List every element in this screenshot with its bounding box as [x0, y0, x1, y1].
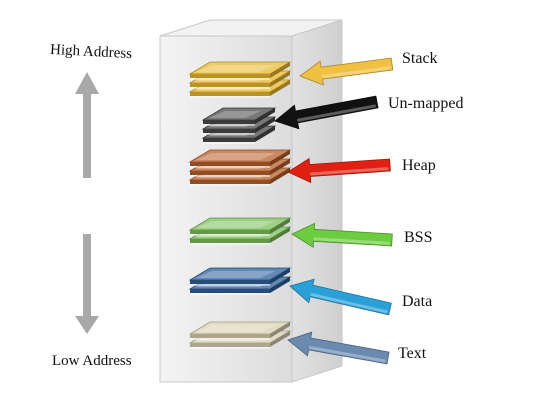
text-plate	[188, 321, 292, 340]
up-arrow-shaft	[83, 92, 91, 178]
stack-layer-stack	[188, 61, 292, 98]
stack-arrow	[299, 57, 394, 86]
up-arrow	[75, 72, 99, 178]
segment-arrows	[274, 57, 394, 365]
text-arrow	[287, 331, 390, 365]
data-label: Data	[402, 293, 433, 310]
bss-layer-stack	[188, 217, 292, 245]
unmapped-arrow	[274, 95, 379, 130]
down-arrow-head	[75, 316, 99, 334]
heap-layer-stack	[188, 149, 292, 186]
up-arrow-head	[75, 72, 99, 94]
data-plate	[188, 267, 292, 286]
text-layer-stack	[188, 321, 292, 349]
heap-label: Heap	[402, 157, 436, 174]
bss-label: BSS	[404, 229, 433, 246]
low-address-label: Low Address	[52, 353, 132, 369]
down-arrow	[75, 234, 99, 334]
data-arrow	[289, 278, 392, 316]
stack-label: Stack	[402, 50, 438, 67]
data-layer-stack	[188, 267, 292, 295]
heap-arrow	[287, 157, 391, 184]
segment-layers	[188, 61, 292, 349]
unmapped-plate	[201, 107, 277, 126]
heap-plate	[188, 149, 292, 168]
stack-plate	[188, 61, 292, 80]
bss-plate	[188, 217, 292, 236]
bss-arrow	[291, 222, 393, 248]
unmapped-layer-stack	[201, 107, 277, 144]
text-label: Text	[398, 345, 427, 362]
down-arrow-shaft	[83, 234, 91, 318]
unmapped-label: Un-mapped	[388, 95, 464, 112]
